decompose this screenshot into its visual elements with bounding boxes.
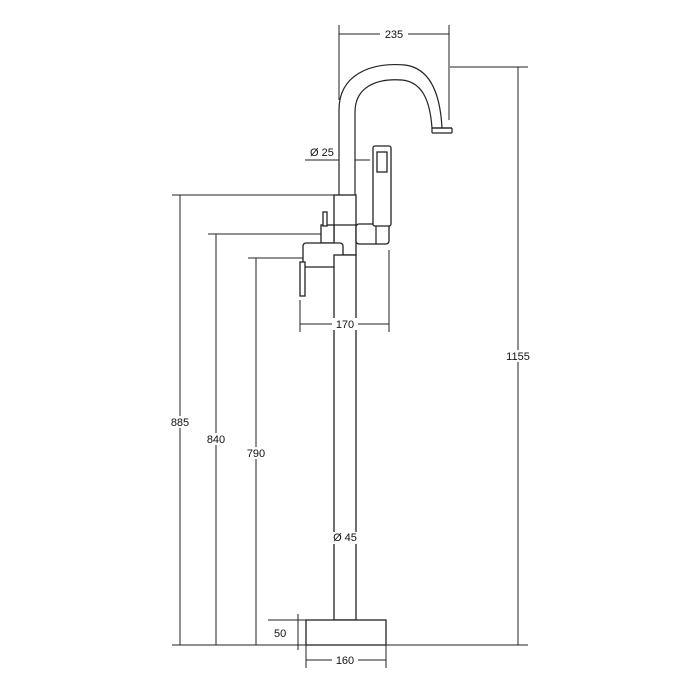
upper-lever-hub bbox=[320, 224, 335, 244]
shower-holder bbox=[355, 223, 390, 245]
label-170: 170 bbox=[336, 319, 354, 331]
label-160: 160 bbox=[336, 655, 354, 667]
label-hose-diameter: Ø 25 bbox=[310, 147, 334, 159]
label-1155: 1155 bbox=[506, 351, 530, 363]
label-885: 885 bbox=[171, 417, 189, 429]
lower-lever bbox=[299, 261, 306, 297]
label-column-diameter: Ø 45 bbox=[333, 532, 357, 544]
hand-shower-head bbox=[376, 151, 388, 173]
label-840: 840 bbox=[207, 434, 225, 446]
spout-inner bbox=[354, 79, 442, 195]
label-50: 50 bbox=[274, 628, 286, 640]
column bbox=[333, 254, 357, 621]
spout-outer bbox=[338, 63, 452, 195]
label-790: 790 bbox=[247, 448, 265, 460]
dimension-labels: 235 1155 Ø 25 170 885 840 790 Ø 45 50 16… bbox=[167, 28, 534, 667]
upper-lever bbox=[322, 211, 328, 227]
faucet-outline bbox=[299, 63, 453, 646]
base bbox=[305, 619, 387, 646]
label-235: 235 bbox=[385, 29, 403, 41]
